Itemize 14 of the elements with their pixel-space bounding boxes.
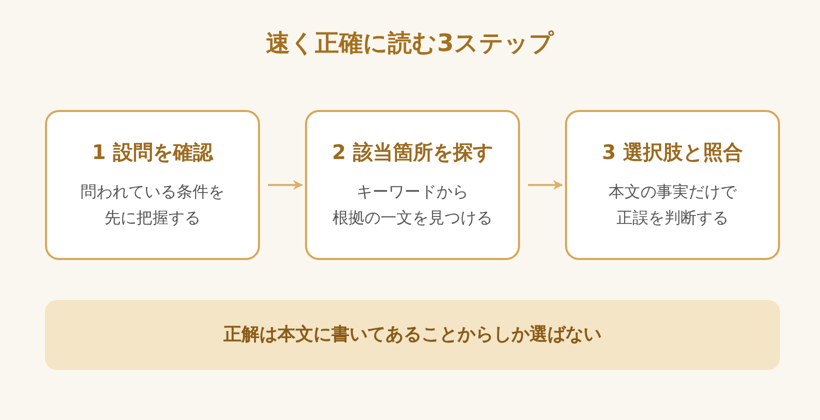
summary-text: 正解は本文に書いてあることからしか選ばない <box>224 323 602 347</box>
step-description: キーワードから根拠の一文を見つける <box>332 181 492 229</box>
summary-banner <box>45 300 780 370</box>
step-description: 問われている条件を先に把握する <box>80 181 224 229</box>
step-title: 2 該当箇所を探す <box>332 139 493 166</box>
step-title: 1 設問を確認 <box>92 139 213 166</box>
arrow <box>268 180 303 190</box>
step-card <box>565 110 780 260</box>
arrow <box>528 180 563 190</box>
title: 速く正確に読む3ステップ <box>266 28 554 59</box>
step-title: 3 選択肢と照合 <box>602 139 743 166</box>
step-card <box>305 110 520 260</box>
step-description: 本文の事実だけで正誤を判断する <box>608 181 736 229</box>
step-card <box>45 110 260 260</box>
